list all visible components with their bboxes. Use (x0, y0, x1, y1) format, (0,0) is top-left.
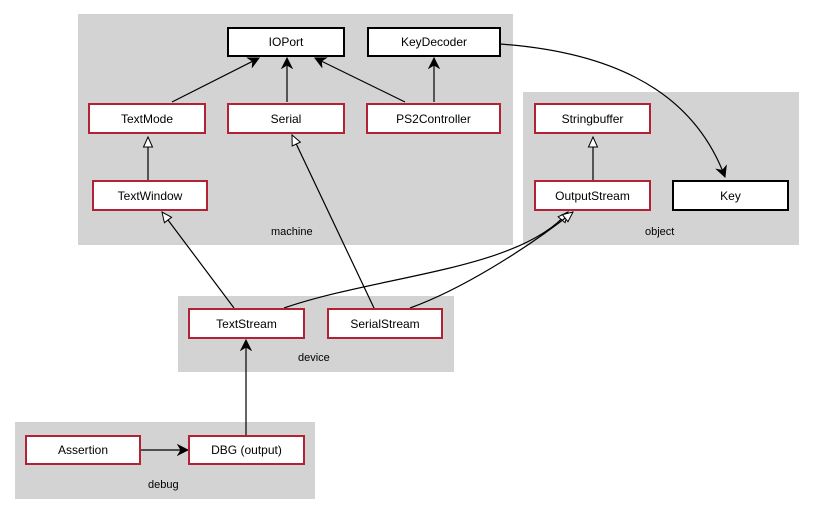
node-serialstream[interactable]: SerialStream (327, 308, 443, 339)
cluster-label-machine: machine (271, 226, 313, 238)
node-key[interactable]: Key (672, 180, 789, 211)
node-stringbuffer[interactable]: Stringbuffer (534, 103, 651, 134)
node-assertion[interactable]: Assertion (25, 435, 141, 465)
node-ps2controller[interactable]: PS2Controller (366, 103, 501, 134)
node-keydecoder[interactable]: KeyDecoder (367, 27, 501, 57)
node-outputstream[interactable]: OutputStream (534, 180, 651, 211)
node-dbg-output[interactable]: DBG (output) (188, 435, 305, 465)
node-serial[interactable]: Serial (227, 103, 345, 134)
node-textwindow[interactable]: TextWindow (92, 180, 208, 211)
cluster-label-object: object (645, 226, 675, 238)
node-ioport[interactable]: IOPort (227, 27, 345, 57)
cluster-label-debug: debug (148, 479, 179, 491)
node-textmode[interactable]: TextMode (88, 103, 206, 134)
cluster-label-device: device (298, 352, 330, 364)
node-textstream[interactable]: TextStream (188, 308, 305, 339)
